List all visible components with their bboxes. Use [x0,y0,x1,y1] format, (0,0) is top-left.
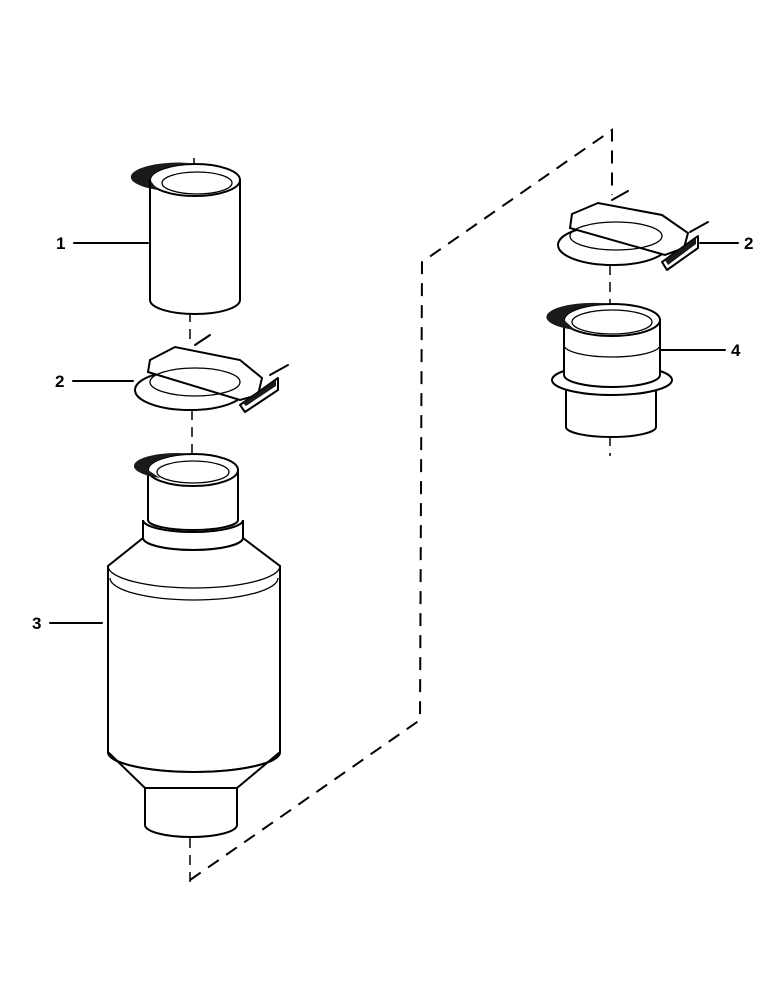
callout-label-4: 4 [731,341,741,360]
part-2-clamp-left [134,334,289,413]
callout-label-3: 3 [32,614,41,633]
callout-label-2-right: 2 [744,234,753,253]
callout-label-1: 1 [56,234,65,253]
part-1-tube [130,162,241,315]
part-2-clamp-right [557,190,709,271]
part-4-adapter [546,302,673,438]
part-3-muffler [106,452,282,838]
callout-label-2-left: 2 [55,372,64,391]
assembly-guide-line [189,128,613,881]
